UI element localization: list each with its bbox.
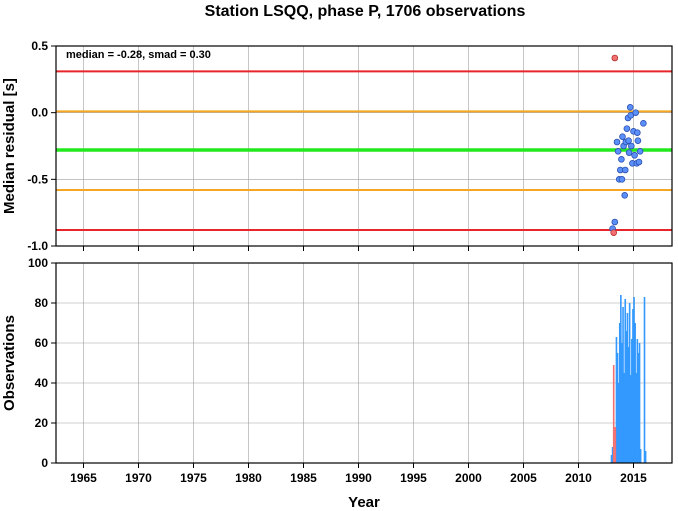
residual-point [618, 156, 625, 163]
observation-bar [618, 323, 621, 463]
residual-point [626, 104, 634, 111]
observation-bar-red [614, 427, 617, 463]
observation-bar [621, 343, 623, 463]
observation-bar [616, 353, 619, 463]
observations-panel: 0 20 40 60 80 100 1965 1970 1975 1980 1985 1990 1995… [1, 256, 673, 511]
y-tick-label: 0 [41, 456, 48, 470]
x-tick-label: 1990 [345, 471, 372, 485]
residual-point [618, 176, 626, 183]
y-tick-label: 60 [35, 336, 49, 350]
observation-bar [622, 307, 624, 463]
plot-frame [55, 262, 673, 464]
y-axis-label: Observations [1, 315, 18, 411]
stats-annotation: median = -0.28, smad = 0.30 [66, 49, 211, 61]
chart-title: Station LSQQ, phase P, 1706 observations [205, 3, 526, 20]
y-tick-label: 40 [35, 376, 49, 390]
y-axis-label: Median residual [s] [1, 78, 18, 214]
y-tick-label: 100 [28, 256, 48, 270]
observation-bar [631, 339, 633, 463]
residual-point-red [610, 229, 617, 236]
residual-point [636, 148, 644, 155]
x-tick-label: 1965 [70, 471, 97, 485]
x-tick-label: 2000 [455, 471, 482, 485]
observation-bar [638, 343, 641, 463]
y-tick-label: 80 [35, 296, 49, 310]
residual-point [613, 138, 621, 146]
observation-bar [624, 299, 627, 463]
residual-point [621, 166, 629, 174]
residual-point [614, 148, 622, 155]
x-tick-label: 1995 [400, 471, 427, 485]
residual-panel: 0.5 0.0 -0.5 -1.0 median = -0.28, smad = 0.3… [1, 39, 673, 253]
observation-bar [644, 451, 647, 463]
observation-bar [615, 337, 618, 463]
x-tick-label: 1975 [180, 471, 207, 485]
x-tick-label: 2010 [565, 471, 592, 485]
residual-point [625, 149, 633, 156]
observation-bar-red [612, 365, 615, 463]
observation-bar [610, 455, 613, 463]
residual-point [635, 158, 643, 166]
residual-point [640, 120, 647, 127]
observation-bar [639, 449, 642, 463]
residual-point [625, 137, 632, 144]
observation-bar [634, 323, 636, 463]
observation-bar [625, 331, 628, 463]
residual-point [634, 129, 641, 136]
observation-bar [611, 447, 614, 463]
residual-point-red [611, 54, 619, 62]
observation-bar [620, 295, 622, 463]
observation-bar [635, 373, 638, 463]
x-tick-label: 1980 [235, 471, 262, 485]
observation-bar [637, 353, 640, 463]
x-axis-label: Year [348, 494, 380, 511]
residual-point [611, 218, 619, 226]
x-tick-label: 1985 [290, 471, 317, 485]
y-tick-label: 20 [35, 416, 49, 430]
plot-frame [55, 45, 673, 247]
y-tick-label: 0.5 [31, 39, 48, 53]
observation-bar [623, 373, 625, 463]
observation-bar [629, 375, 632, 463]
residual-point [619, 133, 626, 140]
y-tick-label: 0.0 [31, 106, 48, 120]
observation-bar [627, 347, 630, 463]
observation-bar [628, 303, 631, 463]
residual-point [631, 152, 638, 159]
residual-point [623, 125, 631, 132]
x-tick-label: 1970 [125, 471, 152, 485]
residual-point [632, 109, 639, 116]
observation-bar [636, 339, 639, 463]
y-tick-label: -0.5 [27, 172, 48, 186]
residual-point [627, 112, 635, 119]
y-tick-label: -1.0 [27, 239, 48, 253]
x-tick-label: 2015 [620, 471, 647, 485]
residual-point [634, 137, 642, 144]
x-tick-label: 2005 [510, 471, 537, 485]
observation-bar [633, 297, 635, 463]
residual-point [621, 192, 628, 199]
observation-bar [626, 313, 629, 463]
observation-bar [632, 309, 634, 463]
observation-bar [643, 297, 646, 463]
observation-bar [617, 383, 620, 463]
residual-point [627, 142, 635, 150]
